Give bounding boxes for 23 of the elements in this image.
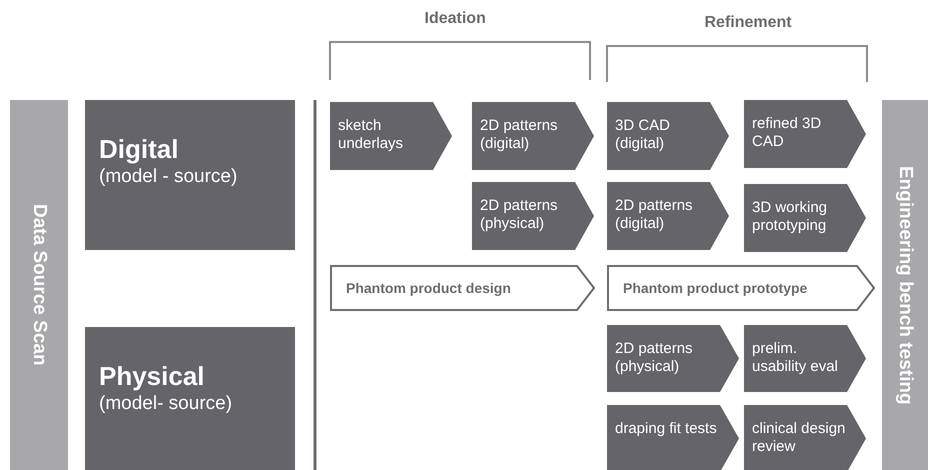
category-block (85, 327, 295, 470)
category-title: Physical (99, 361, 205, 391)
step-label: sketch underlays (338, 117, 404, 153)
vertical-bar: Data Source Scan (10, 100, 68, 470)
phase-heading: Ideation (424, 10, 486, 28)
step-label: Phantom product design (346, 279, 512, 297)
step-label: Phantom product prototype (623, 279, 808, 297)
vertical-bar: Engineering bench testing (882, 100, 928, 470)
category-subtitle: (model - source) (99, 166, 238, 188)
step-label: clinical design review (752, 420, 846, 456)
step-label: 2D patterns (physical) (615, 340, 694, 376)
step-label: 3D CAD (digital) (615, 117, 672, 153)
category-subtitle: (model- source) (99, 393, 232, 415)
category-block (85, 100, 295, 250)
step-label: 2D patterns (digital) (615, 197, 694, 233)
step-label: 2D patterns (physical) (480, 197, 559, 233)
step-label: 3D working prototyping (752, 199, 828, 235)
step-label: 2D patterns (digital) (480, 117, 559, 153)
category-title: Digital (99, 134, 178, 164)
step-label: refined 3D CAD (752, 115, 822, 151)
phase-heading: Refinement (704, 14, 792, 32)
step-label: draping fit tests (615, 420, 718, 438)
step-label: prelim. usability eval (752, 340, 839, 376)
